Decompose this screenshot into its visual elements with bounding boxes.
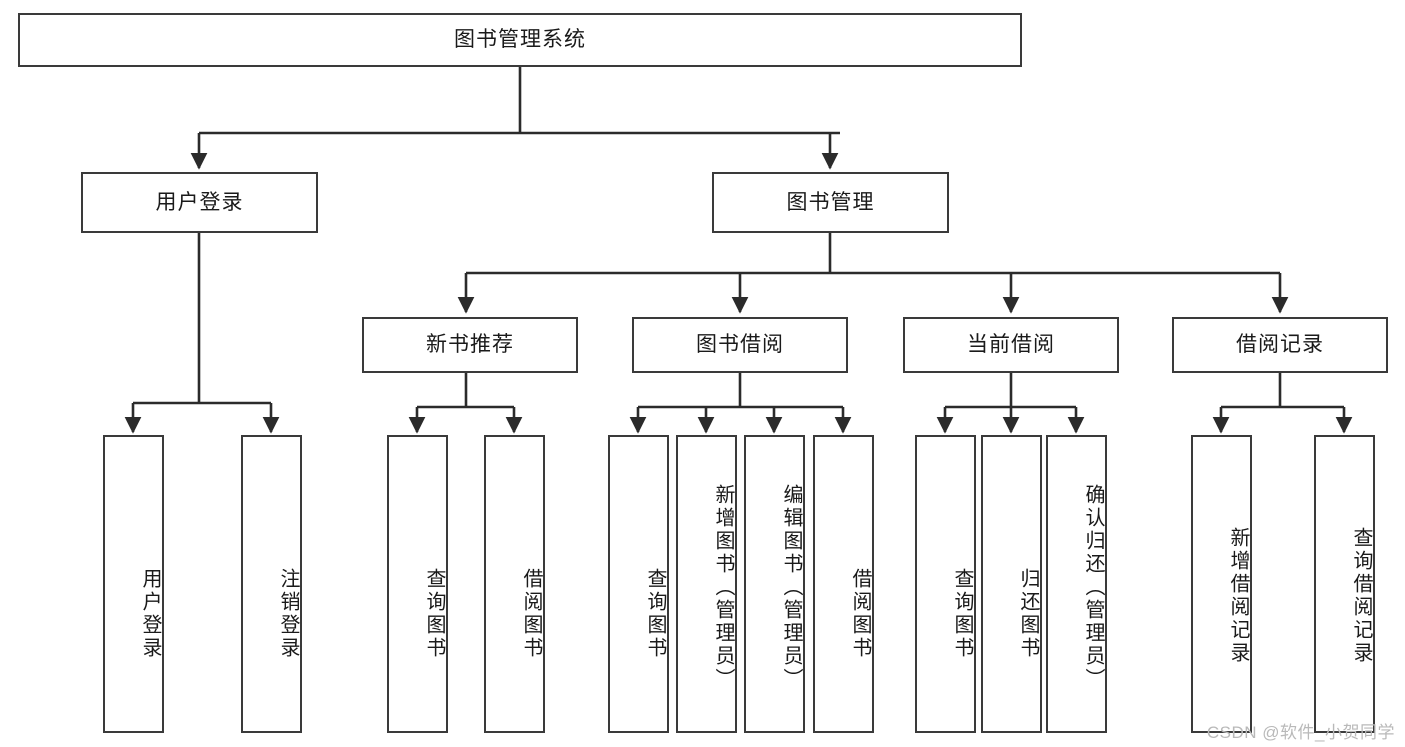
node-user-login[interactable]: 用户登录 [81,172,318,233]
node-user-login-label: 用户登录 [155,190,244,214]
leaf-borrow-book-2-label: 借阅图书 [849,568,871,660]
leaf-user-login[interactable]: 用户登录 [103,435,164,733]
node-book-borrow-label: 图书借阅 [696,333,784,357]
leaf-edit-book-label: 编辑图书（管理员） [780,483,802,691]
leaf-return-book[interactable]: 归还图书 [981,435,1042,733]
leaf-query-book-3-label: 查询图书 [951,568,973,660]
node-borrow-record[interactable]: 借阅记录 [1172,317,1388,373]
leaf-query-book-1-label: 查询图书 [423,568,445,660]
node-book-borrow[interactable]: 图书借阅 [632,317,848,373]
node-root[interactable]: 图书管理系统 [18,13,1022,67]
watermark: CSDN @软件_小贺同学 [1206,723,1395,742]
leaf-query-book-2[interactable]: 查询图书 [608,435,669,733]
leaf-logout-login[interactable]: 注销登录 [241,435,302,733]
leaf-query-book-1[interactable]: 查询图书 [387,435,448,733]
node-current-borrow[interactable]: 当前借阅 [903,317,1119,373]
leaf-edit-book[interactable]: 编辑图书（管理员） [744,435,805,733]
node-borrow-record-label: 借阅记录 [1236,333,1324,357]
leaf-add-record[interactable]: 新增借阅记录 [1191,435,1252,733]
leaf-add-book-label: 新增图书（管理员） [712,483,734,691]
leaf-query-record[interactable]: 查询借阅记录 [1314,435,1375,733]
leaf-confirm-return[interactable]: 确认归还（管理员） [1046,435,1107,733]
leaf-borrow-book-2[interactable]: 借阅图书 [813,435,874,733]
node-book-manage-label: 图书管理 [786,190,875,214]
node-current-borrow-label: 当前借阅 [967,333,1055,357]
leaf-query-book-2-label: 查询图书 [644,568,666,660]
leaf-borrow-book-1-label: 借阅图书 [520,568,542,660]
node-new-book-recommend[interactable]: 新书推荐 [362,317,578,373]
node-book-manage[interactable]: 图书管理 [712,172,949,233]
leaf-query-record-label: 查询借阅记录 [1350,527,1372,665]
leaf-logout-login-label: 注销登录 [277,568,299,660]
leaf-add-record-label: 新增借阅记录 [1227,527,1249,665]
leaf-borrow-book-1[interactable]: 借阅图书 [484,435,545,733]
node-new-book-recommend-label: 新书推荐 [426,333,514,357]
leaf-return-book-label: 归还图书 [1017,568,1039,660]
node-root-label: 图书管理系统 [454,28,586,52]
leaf-add-book[interactable]: 新增图书（管理员） [676,435,737,733]
leaf-confirm-return-label: 确认归还（管理员） [1082,483,1104,691]
leaf-query-book-3[interactable]: 查询图书 [915,435,976,733]
leaf-user-login-label: 用户登录 [139,568,161,660]
